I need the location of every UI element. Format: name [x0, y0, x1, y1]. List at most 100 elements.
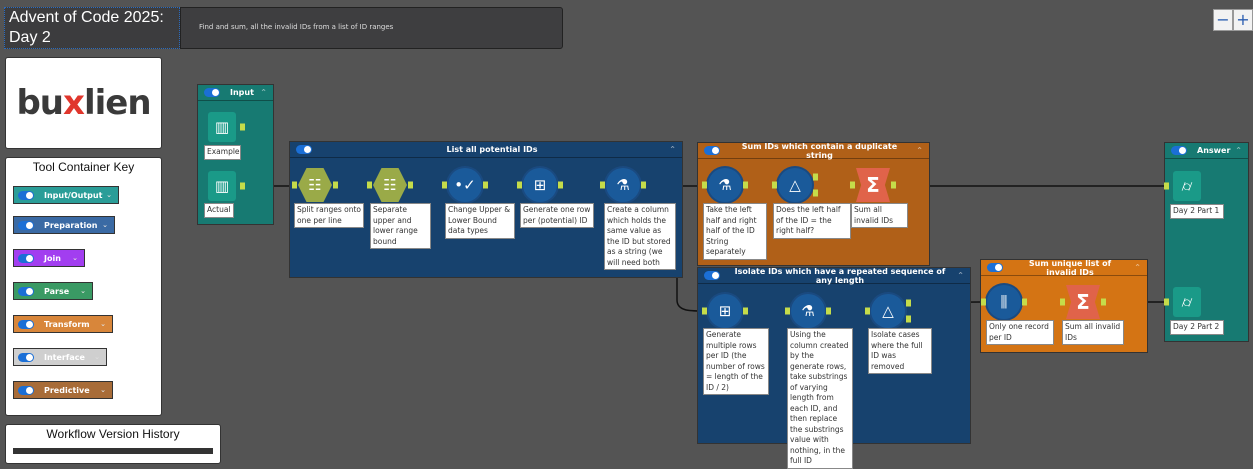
filter-icon[interactable]: △ — [778, 168, 812, 202]
toggle-icon — [18, 385, 34, 395]
key-item-predictive: Predictive⌄ — [13, 381, 113, 399]
book-icon[interactable]: ▥ — [208, 112, 236, 142]
output-anchor[interactable] — [1101, 298, 1106, 306]
key-item-parse: Parse⌄ — [13, 282, 93, 300]
input-anchor[interactable] — [981, 298, 986, 306]
summarize-icon[interactable]: Σ — [1066, 285, 1100, 319]
tool-annotation: Actual — [204, 203, 234, 218]
input-anchor[interactable] — [1164, 298, 1169, 306]
output-anchor[interactable] — [558, 181, 563, 189]
container-header[interactable]: Isolate IDs which have a repeated sequen… — [698, 267, 970, 285]
input-anchor[interactable] — [367, 181, 372, 189]
generate-rows-icon[interactable]: ⊞ — [708, 294, 742, 328]
output-anchor[interactable] — [240, 182, 245, 190]
collapse-icon[interactable]: ⌃ — [957, 271, 964, 280]
true-anchor[interactable] — [813, 173, 818, 181]
toggle-icon[interactable] — [204, 88, 220, 97]
output-anchor[interactable] — [743, 307, 748, 315]
tool-annotation: Using the column created by the generate… — [787, 328, 853, 469]
container-header[interactable]: Sum unique list of invalid IDs⌃ — [981, 259, 1147, 277]
input-anchor[interactable] — [865, 307, 870, 315]
output-anchor[interactable] — [333, 181, 338, 189]
toggle-icon — [18, 220, 34, 230]
false-anchor[interactable] — [906, 315, 911, 323]
key-item-interface: Interface ⌄ — [13, 348, 107, 366]
tool-annotation: Isolate cases where the full ID was remo… — [868, 328, 932, 374]
input-anchor[interactable] — [1164, 182, 1169, 190]
summarize-icon[interactable]: Σ — [856, 168, 890, 202]
input-anchor[interactable] — [1060, 298, 1065, 306]
input-anchor[interactable] — [517, 181, 522, 189]
output-anchor[interactable] — [743, 181, 748, 189]
tool-annotation: Only one record per ID — [986, 320, 1054, 345]
chevron-down-icon: ⌄ — [94, 353, 100, 361]
output-anchor[interactable] — [641, 181, 646, 189]
input-anchor[interactable] — [785, 307, 790, 315]
output-anchor[interactable] — [408, 181, 413, 189]
filter-icon[interactable]: △ — [871, 294, 905, 328]
output-anchor[interactable] — [826, 307, 831, 315]
formula-icon[interactable]: ⚗ — [606, 168, 640, 202]
container-header[interactable]: Answer ⌃ — [1165, 143, 1248, 159]
key-item-transform: Transform⌄ — [13, 315, 113, 333]
true-anchor[interactable] — [906, 299, 911, 307]
toggle-icon[interactable] — [704, 146, 720, 155]
output-anchor[interactable] — [483, 181, 488, 189]
zoom-out-button[interactable]: − — [1213, 9, 1233, 31]
toggle-icon — [18, 190, 34, 200]
history-title: Workflow Version History — [46, 427, 180, 441]
tool-annotation: Day 2 Part 2 — [1170, 320, 1224, 335]
toggle-icon — [18, 253, 34, 263]
collapse-icon[interactable]: ⌃ — [1134, 263, 1141, 272]
input-anchor[interactable] — [292, 181, 297, 189]
collapse-icon[interactable]: ⌃ — [1235, 146, 1242, 155]
chevron-down-icon: ⌄ — [106, 191, 112, 199]
generate-rows-icon[interactable]: ⊞ — [523, 168, 557, 202]
zoom-controls: − + — [1213, 9, 1253, 31]
key-item-label: Predictive — [44, 385, 90, 395]
toggle-icon[interactable] — [296, 145, 312, 154]
book-icon[interactable]: ▥ — [208, 171, 236, 201]
toggle-icon[interactable] — [704, 271, 720, 280]
browse-icon[interactable]: ⌭ — [1173, 287, 1201, 317]
browse-icon[interactable]: ⌭ — [1173, 171, 1201, 201]
input-anchor[interactable] — [442, 181, 447, 189]
tool-annotation: Sum all invalid IDs — [851, 203, 908, 228]
tool-annotation: Take the left half and right half of the… — [703, 203, 767, 260]
output-anchor[interactable] — [891, 181, 896, 189]
input-anchor[interactable] — [702, 307, 707, 315]
toggle-icon[interactable] — [987, 263, 1003, 272]
select-icon[interactable]: •✓ — [448, 168, 482, 202]
key-item-label: Interface — [44, 352, 85, 362]
unique-icon[interactable]: ⫼ — [987, 285, 1021, 319]
tool-annotation: Separate upper and lower range bound — [370, 203, 431, 249]
output-anchor[interactable] — [1022, 298, 1027, 306]
chevron-down-icon: ⌄ — [72, 254, 78, 262]
tool-annotation: Does the left half of the ID = the right… — [773, 203, 851, 239]
formula-icon[interactable]: ⚗ — [791, 294, 825, 328]
output-anchor[interactable] — [240, 123, 245, 131]
key-item-preparation: Preparation⌄ — [13, 216, 115, 234]
input-anchor[interactable] — [772, 181, 777, 189]
formula-icon[interactable]: ⚗ — [708, 168, 742, 202]
tool-annotation: Split ranges onto one per line — [294, 203, 364, 228]
container-header[interactable]: Input ⌃ — [198, 85, 273, 101]
toggle-icon — [18, 319, 34, 329]
false-anchor[interactable] — [813, 189, 818, 197]
collapse-icon[interactable]: ⌃ — [669, 145, 676, 154]
toggle-icon[interactable] — [1171, 146, 1187, 155]
workflow-title: Advent of Code 2025: Day 2 — [4, 7, 180, 49]
collapse-icon[interactable]: ⌃ — [260, 88, 267, 97]
input-anchor[interactable] — [702, 181, 707, 189]
toggle-icon — [18, 352, 34, 362]
container-title: Answer — [1197, 146, 1231, 155]
collapse-icon[interactable]: ⌃ — [916, 146, 923, 155]
key-item-input-output: Input/Output⌄ — [13, 186, 119, 204]
key-item-label: Join — [44, 253, 61, 263]
container-header[interactable]: List all potential IDs⌃ — [290, 142, 682, 158]
input-anchor[interactable] — [600, 181, 605, 189]
input-anchor[interactable] — [850, 181, 855, 189]
container-title: Input — [230, 88, 254, 97]
container-header[interactable]: Sum IDs which contain a duplicate string… — [698, 142, 929, 160]
